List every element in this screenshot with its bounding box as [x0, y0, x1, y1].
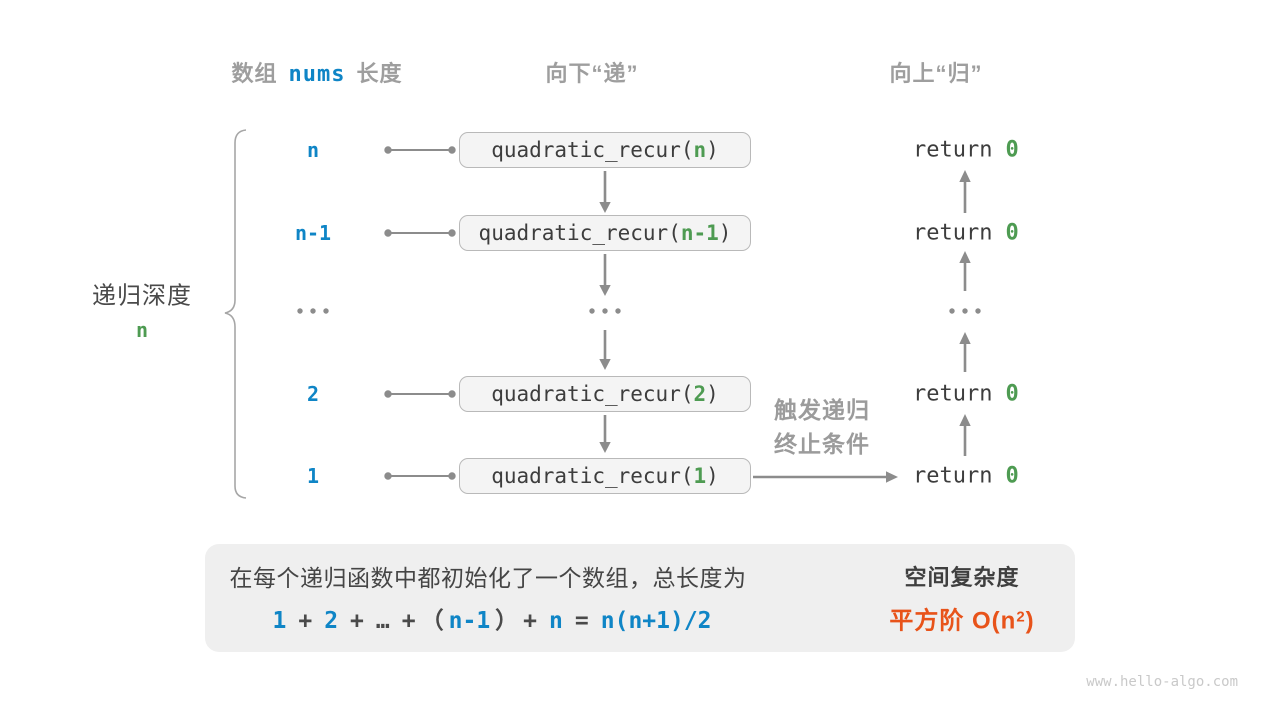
call-arg: 1 [693, 464, 707, 488]
return-label: return 0 [913, 382, 1019, 407]
up-arrow [959, 414, 971, 456]
formula-token: = [574, 608, 589, 634]
space-complexity-title: 空间复杂度 [904, 565, 1020, 590]
call-post: ) [706, 382, 719, 406]
formula-token: ） [495, 608, 519, 634]
connector-line [384, 146, 456, 154]
formula-token: + [298, 608, 313, 634]
base-case-arrow [753, 471, 898, 483]
trigger-label-line2: 终止条件 [774, 431, 870, 457]
connector-line [384, 229, 456, 237]
return-label: return 0 [913, 138, 1019, 163]
summary-panel [205, 544, 1075, 652]
up-return-arrows [959, 170, 971, 456]
trigger-label-line1: 触发递归 [774, 397, 870, 423]
complexity-pre: 平方阶 O(n [889, 607, 1017, 635]
depth-label-2: 2 [306, 382, 320, 406]
formula-token: … [375, 608, 390, 634]
down-arrow [599, 330, 611, 370]
connector-line [384, 472, 456, 480]
call-box-1: quadratic_recur(1) [459, 458, 751, 494]
depth-label-n-1: n-1 [294, 221, 332, 245]
return-label: return 0 [913, 464, 1019, 489]
formula-token: + [523, 608, 538, 634]
connector-line [384, 390, 456, 398]
call-post: ) [718, 221, 732, 245]
call-arg: 2 [693, 382, 707, 406]
down-arrow [599, 415, 611, 453]
return-keyword: return [913, 463, 993, 489]
return-value: 0 [1005, 381, 1019, 407]
down-arrow [599, 171, 611, 213]
summary-formula: 1+2+…+（n-1）+n=n(n+1)/2 [272, 601, 711, 635]
return-value: 0 [1005, 463, 1019, 489]
complexity-exponent: 2 [1016, 608, 1026, 626]
recursion-depth-brace [224, 129, 247, 499]
label-connector-lines [384, 146, 456, 480]
return-value: 0 [1005, 137, 1019, 163]
return-value: 0 [1005, 220, 1019, 246]
formula-token: n [549, 608, 563, 634]
header-array-length: 数组 nums 长度 [231, 56, 402, 88]
header-downward-recursion: 向下“递” [545, 61, 639, 86]
call-pre: quadratic_recur( [491, 382, 694, 406]
formula-token: n-1 [448, 608, 491, 634]
call-post: ) [706, 138, 719, 162]
space-complexity-value: 平方阶 O(n2) [889, 601, 1034, 636]
header-array-length-pre: 数组 [231, 61, 278, 86]
recursion-depth-value: n [135, 318, 149, 342]
call-arg: n-1 [680, 221, 719, 245]
up-arrow [959, 332, 971, 372]
header-array-length-post: 长度 [356, 61, 403, 86]
depth-label-1: 1 [306, 464, 320, 488]
call-arg: n [693, 138, 707, 162]
ellipsis-dots [297, 308, 981, 314]
call-pre: quadratic_recur( [491, 138, 694, 162]
formula-token: 2 [324, 608, 339, 634]
header-nums-code: nums [288, 62, 346, 87]
up-arrow [959, 251, 971, 291]
down-arrow [599, 254, 611, 296]
formula-token: + [350, 608, 364, 634]
call-pre: quadratic_recur( [491, 464, 694, 488]
call-box-n: quadratic_recur(n) [459, 132, 751, 168]
call-post: ) [706, 464, 719, 488]
call-box-2: quadratic_recur(2) [459, 376, 751, 412]
formula-token: （ [420, 608, 444, 634]
formula-token: 1 [272, 608, 287, 634]
depth-label-n: n [306, 138, 320, 162]
return-keyword: return [913, 137, 993, 163]
complexity-post: ) [1025, 607, 1035, 635]
call-pre: quadratic_recur( [478, 221, 681, 245]
return-keyword: return [913, 220, 993, 246]
formula-token: n(n+1)/2 [600, 608, 712, 634]
header-upward-return: 向上“归” [889, 61, 983, 86]
call-box-n-1: quadratic_recur(n-1) [459, 215, 751, 251]
return-label: return 0 [913, 221, 1019, 246]
formula-token: + [401, 608, 416, 634]
watermark: www.hello-algo.com [1086, 674, 1238, 690]
return-keyword: return [913, 381, 993, 407]
recursion-depth-label: 递归深度 [92, 282, 192, 310]
summary-text: 在每个递归函数中都初始化了一个数组，总长度为 [229, 565, 747, 591]
up-arrow [959, 170, 971, 213]
